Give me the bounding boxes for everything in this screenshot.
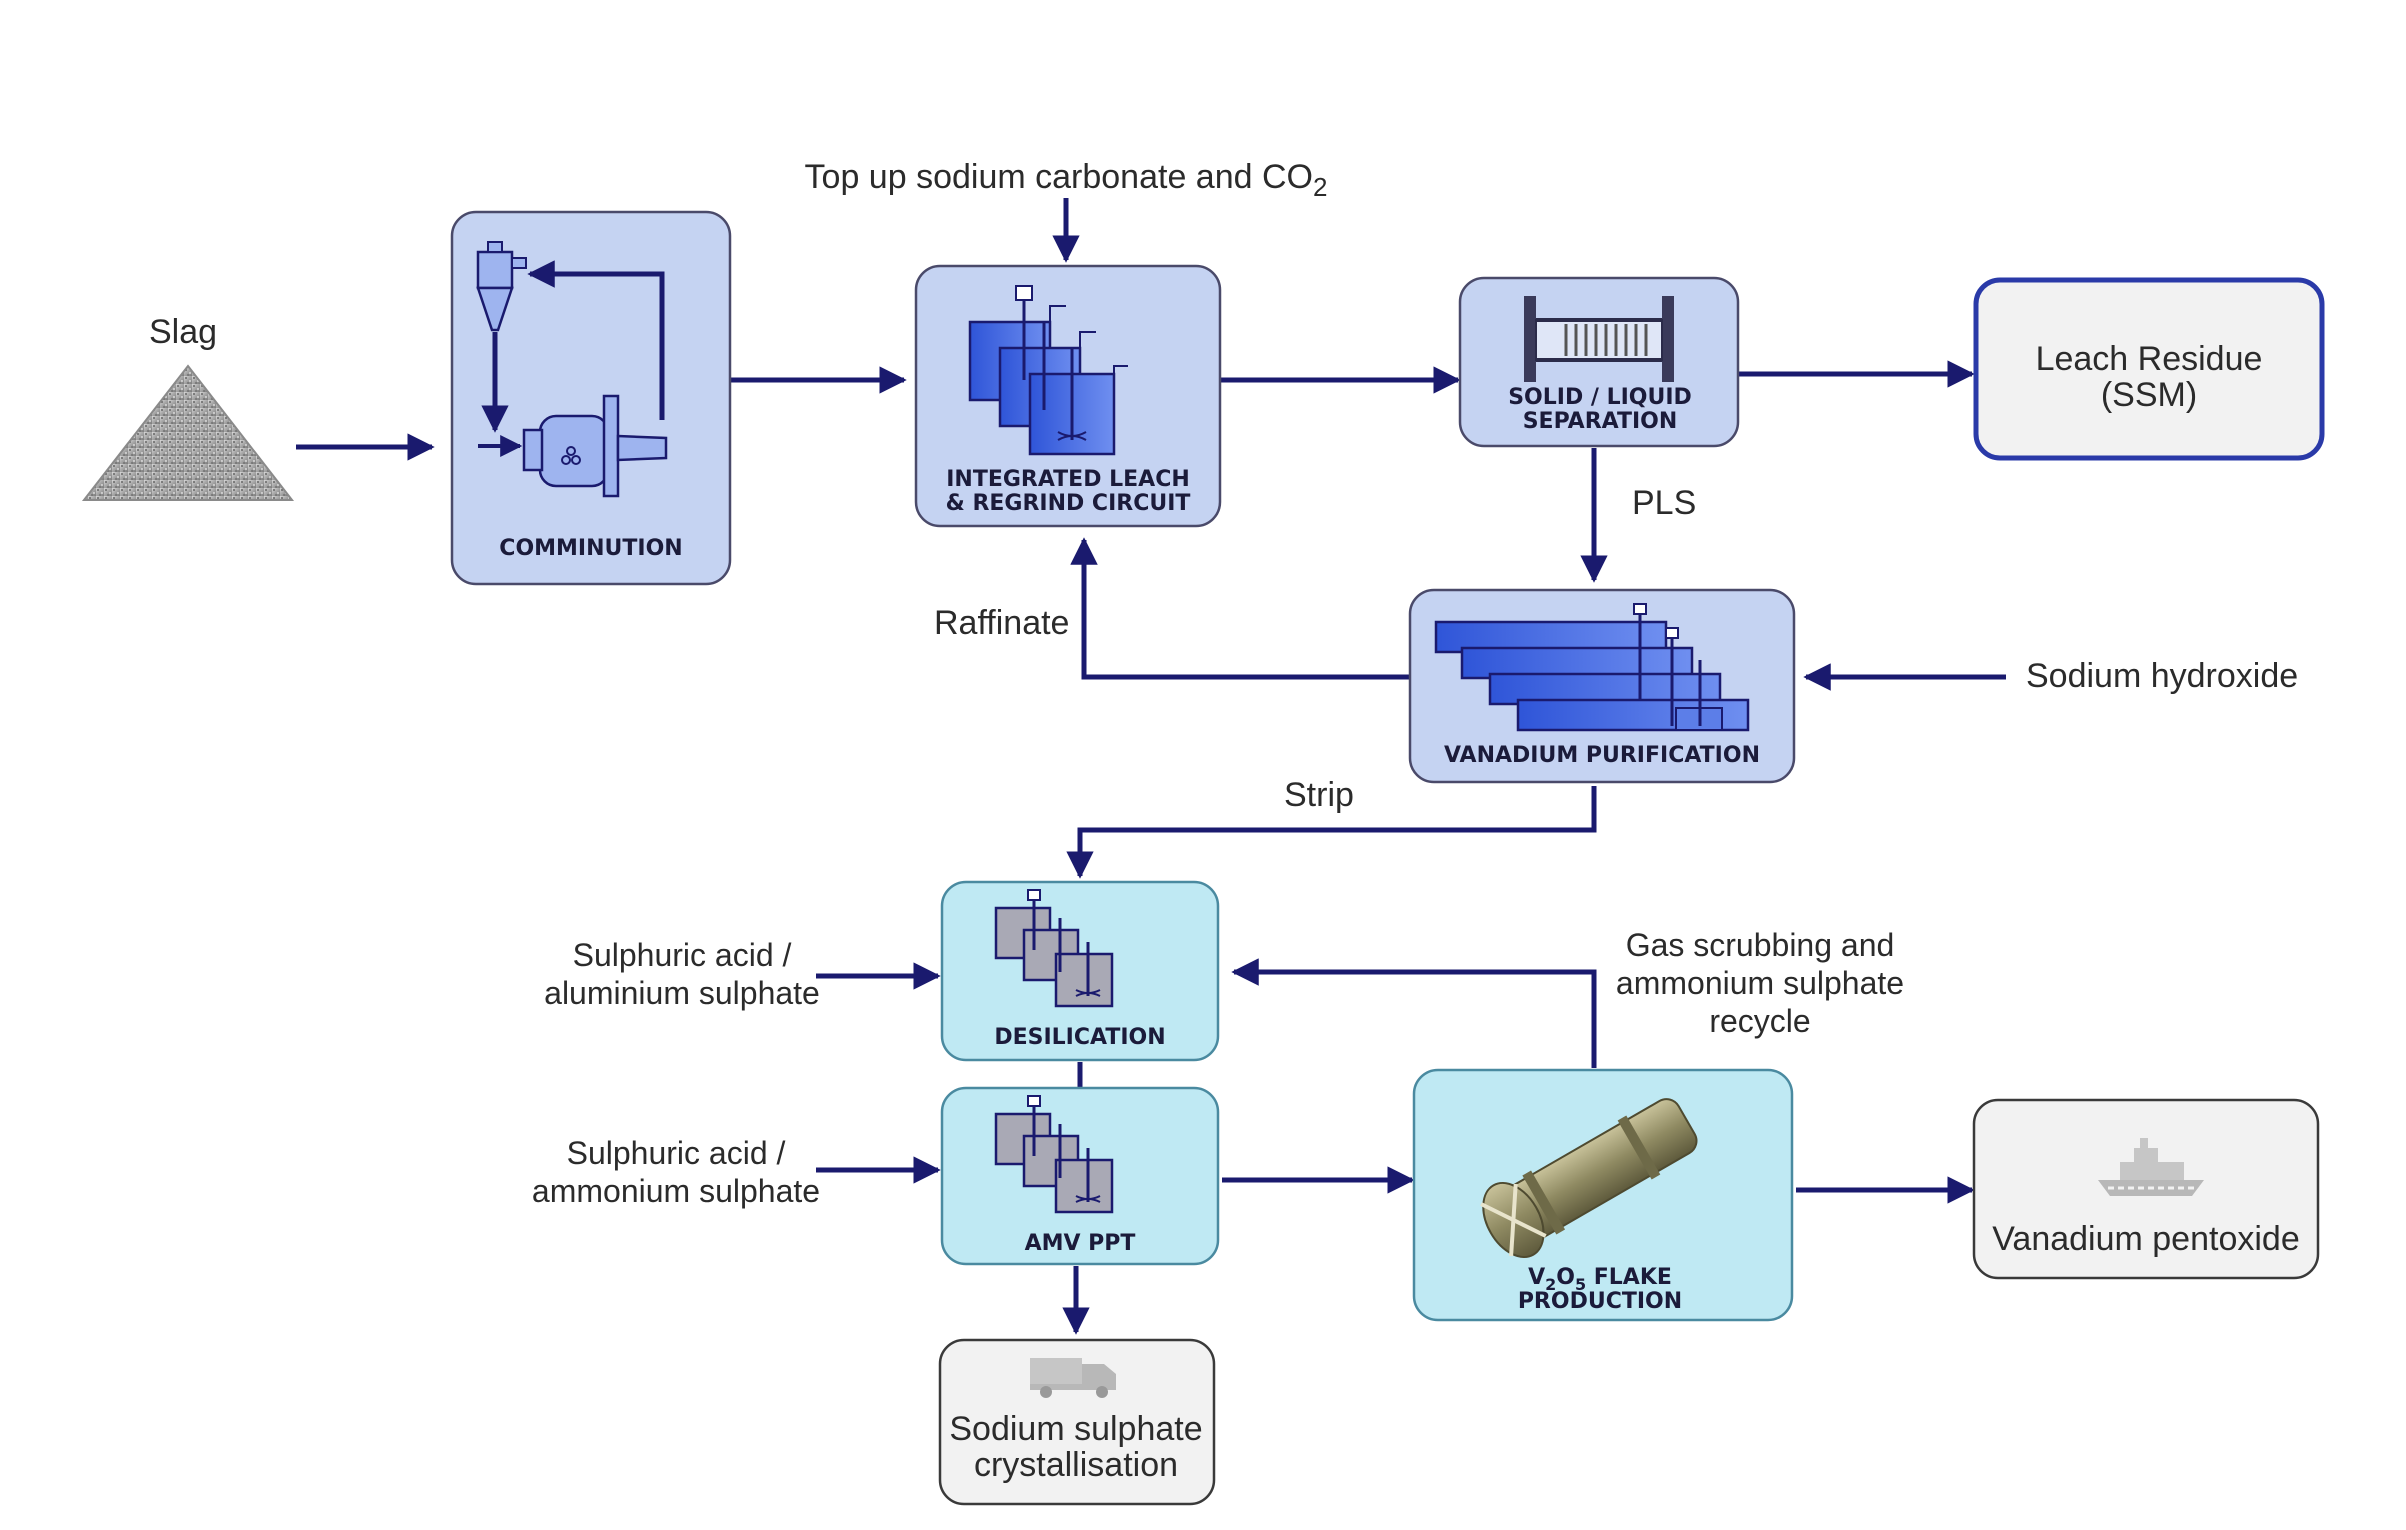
flake-sub5: 5 xyxy=(1575,1275,1586,1294)
topup-text: Top up sodium carbonate and CO xyxy=(805,158,1313,196)
truck-icon xyxy=(1030,1358,1116,1398)
desilication-unit[interactable]: DESILICATION xyxy=(940,880,1220,1062)
flake-o: O xyxy=(1556,1265,1575,1290)
sodium-sulphate-label-line1: Sodium sulphate xyxy=(949,1410,1202,1448)
flow-lines xyxy=(296,198,2006,1335)
sls-caption-line2: SEPARATION xyxy=(1523,409,1678,434)
gas-label-line2: ammonium sulphate xyxy=(1616,965,1904,1001)
pentoxide-label: Vanadium pentoxide xyxy=(1992,1220,2299,1258)
leach-caption-line2: & REGRIND CIRCUIT xyxy=(946,491,1191,516)
settler-tanks-icon xyxy=(1434,603,1750,732)
raffinate-label: Raffinate xyxy=(934,604,1069,642)
vanadium-pentoxide-output[interactable]: Vanadium pentoxide xyxy=(1972,1098,2320,1280)
topup-subscript: 2 xyxy=(1313,172,1327,202)
amv-caption: AMV PPT xyxy=(1025,1231,1136,1256)
sulphuric-2-line2: ammonium sulphate xyxy=(532,1173,820,1209)
comminution-caption: COMMINUTION xyxy=(499,536,682,561)
slag-pile-icon xyxy=(81,364,295,501)
sodium-sulphate-output[interactable]: Sodium sulphate crystallisation xyxy=(938,1338,1216,1506)
flake-v: V xyxy=(1528,1265,1545,1290)
kiln-icon xyxy=(1480,1098,1698,1258)
mill-cyclone-icon xyxy=(476,241,668,498)
sulphuric-2-line1: Sulphuric acid / xyxy=(567,1135,786,1171)
leach-residue-label-line2: (SSM) xyxy=(2101,376,2197,414)
flake-sub2: 2 xyxy=(1545,1275,1556,1294)
topup-label: Top up sodium carbonate and CO2 xyxy=(805,158,1328,202)
filter-press-icon xyxy=(1524,296,1674,382)
sodium-hydroxide-label: Sodium hydroxide xyxy=(2026,657,2298,695)
flake-production-unit[interactable]: V2O5 FLAKE PRODUCTION xyxy=(1412,1068,1794,1322)
comminution-unit[interactable]: COMMINUTION xyxy=(450,210,732,586)
flake-rest: FLAKE xyxy=(1586,1265,1672,1290)
sodium-sulphate-label-line2: crystallisation xyxy=(974,1446,1178,1484)
flake-caption-line2: PRODUCTION xyxy=(1518,1289,1682,1314)
sls-caption-line1: SOLID / LIQUID xyxy=(1508,385,1692,410)
strip-label: Strip xyxy=(1284,776,1354,814)
flake-caption-line1: V2O5 FLAKE xyxy=(1528,1265,1672,1294)
sodium-sulphate-box xyxy=(938,1338,1216,1506)
slag-feed: Slag xyxy=(81,313,295,501)
flow-raffinate xyxy=(1070,537,1410,680)
leach-residue-label-line1: Leach Residue xyxy=(2036,340,2263,378)
integrated-leach-unit[interactable]: Top up sodium carbonate and CO2 INTEGRAT… xyxy=(805,158,1328,528)
flow-strip xyxy=(1066,786,1597,879)
slag-label: Slag xyxy=(149,313,217,351)
leach-residue-output[interactable]: Leach Residue (SSM) xyxy=(1973,277,2325,461)
pls-label: PLS xyxy=(1632,484,1696,522)
gas-label-line3: recycle xyxy=(1709,1003,1810,1039)
flow-gas-recycle xyxy=(1231,958,1597,1068)
desilication-caption: DESILICATION xyxy=(994,1025,1165,1050)
sulphuric-1-line2: aluminium sulphate xyxy=(544,975,820,1011)
amv-ppt-unit[interactable]: AMV PPT xyxy=(940,1086,1220,1266)
gas-label-line1: Gas scrubbing and xyxy=(1626,927,1895,963)
agitated-tanks-icon xyxy=(994,889,1114,1008)
purification-caption: VANADIUM PURIFICATION xyxy=(1444,743,1760,768)
solid-liquid-separation-unit[interactable]: SOLID / LIQUID SEPARATION xyxy=(1458,276,1740,448)
vanadium-purification-unit[interactable]: VANADIUM PURIFICATION xyxy=(1408,588,1796,784)
agitated-tanks-icon xyxy=(994,1095,1114,1214)
leach-caption-line1: INTEGRATED LEACH xyxy=(946,467,1190,492)
leach-residue-box xyxy=(1973,277,2325,461)
leach-tanks-icon xyxy=(968,285,1128,456)
sulphuric-1-line1: Sulphuric acid / xyxy=(573,937,792,973)
ship-icon xyxy=(2098,1138,2204,1196)
